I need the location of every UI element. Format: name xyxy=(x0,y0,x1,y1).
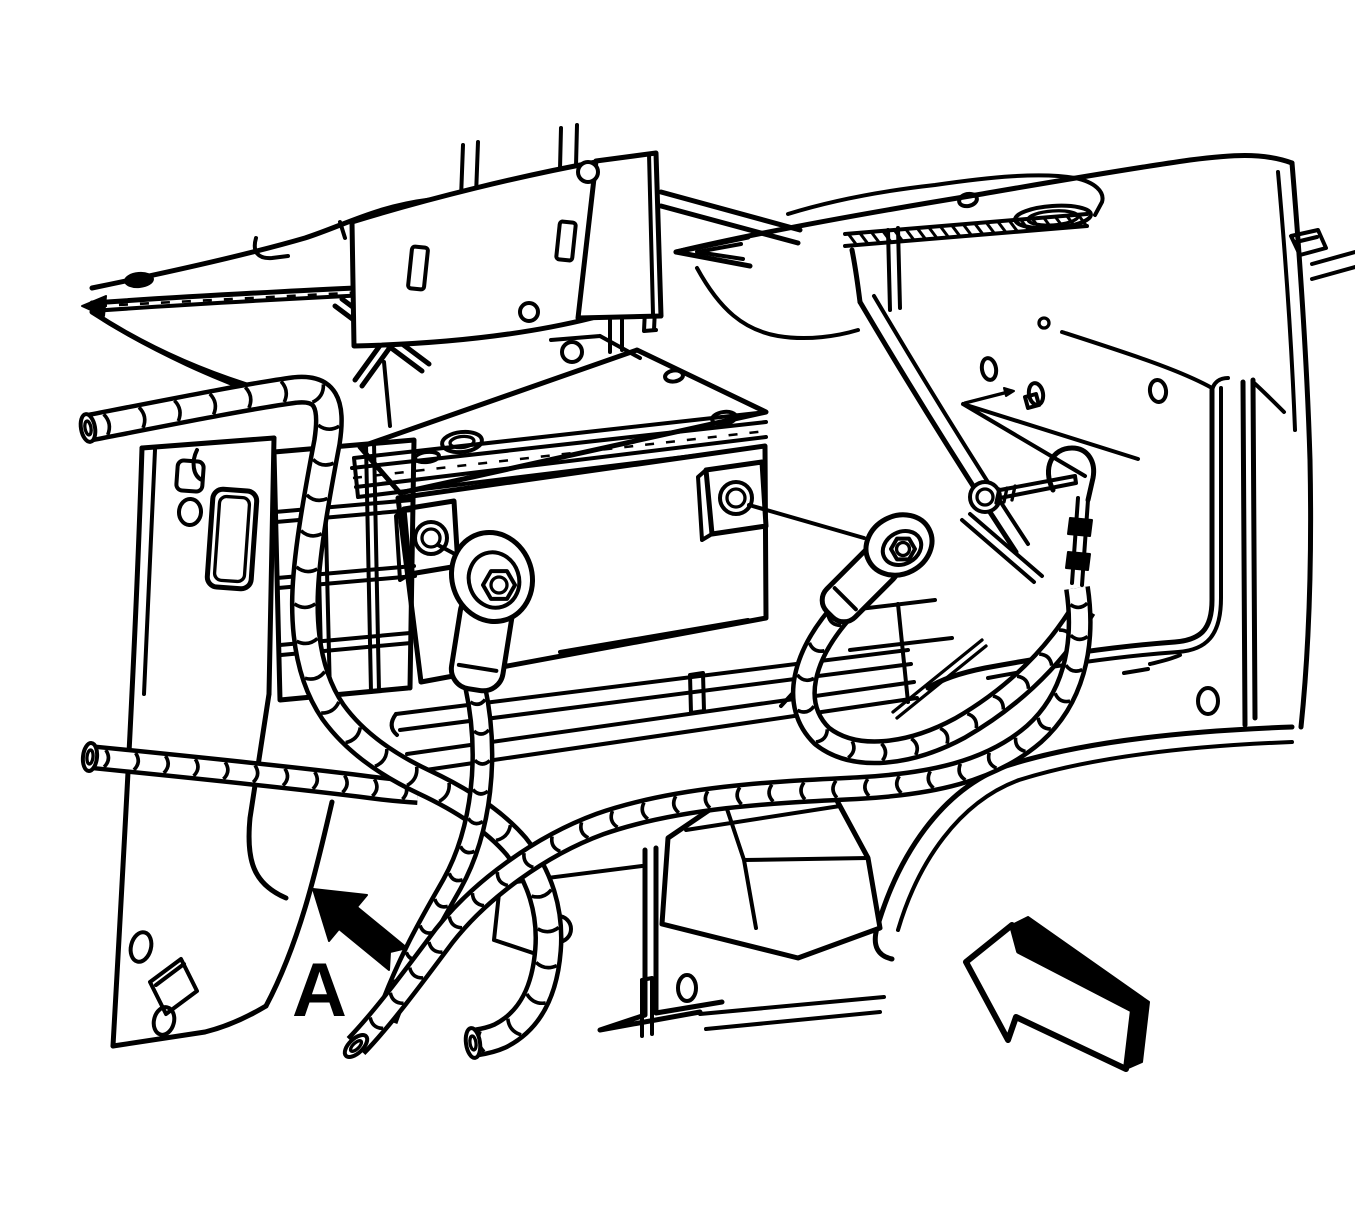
panel-hole xyxy=(518,301,540,323)
callout-a: A xyxy=(292,888,408,1033)
panel-cutout xyxy=(128,930,154,964)
panel-cutout xyxy=(204,486,260,592)
bottom-center-frame xyxy=(492,781,886,1038)
cowl-clip xyxy=(1289,228,1328,257)
arrow-3d-front-icon xyxy=(963,922,1136,1072)
cowl-hole xyxy=(957,191,979,209)
top-center-panel xyxy=(349,150,664,354)
terminal-bolt xyxy=(481,569,517,601)
panel-strip xyxy=(575,150,664,321)
terminal-leader-line xyxy=(747,503,866,540)
negative-cable-terminal xyxy=(448,529,536,694)
cable-end-cap xyxy=(78,412,98,444)
frame-hole xyxy=(676,973,698,1003)
battery xyxy=(350,334,866,685)
positive-cable-terminal xyxy=(819,512,935,625)
cowl-structure xyxy=(658,153,1355,730)
conduit-ribs xyxy=(368,601,1089,1031)
vent-cap xyxy=(663,368,685,384)
ground-screw-shaft xyxy=(998,474,1078,500)
conduit-ribs xyxy=(795,614,1075,762)
cable-end-cap xyxy=(80,741,100,773)
hatch-strip xyxy=(843,212,1089,248)
ground-screw-assembly xyxy=(961,387,1140,587)
callout-arrow-icon xyxy=(312,888,408,971)
view-direction-arrow xyxy=(963,916,1150,1072)
cowl-hole xyxy=(979,356,999,382)
bracket-hole xyxy=(124,271,154,289)
panel-cutout xyxy=(148,957,199,1016)
panel-cutout xyxy=(151,1005,177,1037)
conduit-ribs xyxy=(102,380,560,1054)
panel-slot xyxy=(554,219,578,263)
callout-label: A xyxy=(292,948,347,1033)
cable-end-cap xyxy=(463,1026,483,1060)
panel-cutout xyxy=(174,458,206,494)
panel-hole xyxy=(576,160,600,184)
under-battery-tray xyxy=(389,598,988,774)
cable-end-cap xyxy=(342,1033,370,1059)
cowl-hole xyxy=(1147,378,1169,404)
cable-hook xyxy=(1046,445,1097,503)
mount-plate xyxy=(961,402,1140,478)
panel-cutout xyxy=(176,497,204,527)
panel-hole xyxy=(1196,686,1220,716)
vent-cap xyxy=(440,429,484,455)
conduit-ribs xyxy=(102,749,409,801)
panel-slot xyxy=(406,244,430,292)
tray-tab xyxy=(688,671,706,715)
battery-cables xyxy=(78,374,1096,1060)
bolt-hole xyxy=(560,340,584,364)
vent-cap xyxy=(710,409,738,427)
ground-screw-head xyxy=(968,480,1002,514)
background-posts xyxy=(458,123,579,252)
